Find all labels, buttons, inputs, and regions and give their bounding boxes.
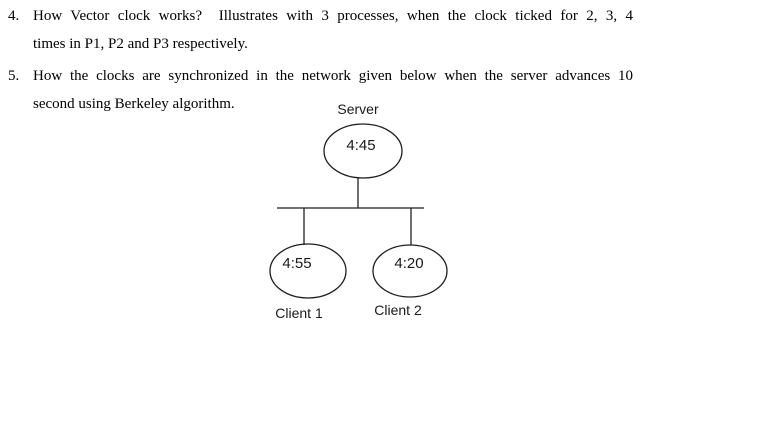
client1-clock-value: 4:55 <box>282 255 312 272</box>
client1-label: Client 1 <box>275 305 323 321</box>
client2-node-ellipse <box>372 244 448 298</box>
server-label: Server <box>337 101 379 117</box>
question-5-line-1: How the clocks are synchronized in the n… <box>33 68 633 84</box>
question-5-number: 5. <box>8 68 20 84</box>
question-5: 5. How the clocks are synchronized in th… <box>0 62 660 118</box>
server-node-ellipse <box>323 123 403 179</box>
client1-node-ellipse <box>269 243 347 299</box>
question-4-number: 4. <box>8 8 20 24</box>
client2-label: Client 2 <box>374 302 422 318</box>
question-4-text: How Vector clock works? Illustrates with… <box>33 2 633 58</box>
question-4-line-1: How Vector clock works? Illustrates with… <box>33 8 633 24</box>
question-5-text: How the clocks are synchronized in the n… <box>33 62 633 118</box>
question-5-line-2: second using Berkeley algorithm. <box>33 96 235 112</box>
question-4-line-2: times in P1, P2 and P3 respectively. <box>33 36 248 52</box>
question-4: 4. How Vector clock works? Illustrates w… <box>0 2 660 58</box>
server-clock-value: 4:45 <box>346 137 376 154</box>
client2-clock-value: 4:20 <box>394 255 424 272</box>
